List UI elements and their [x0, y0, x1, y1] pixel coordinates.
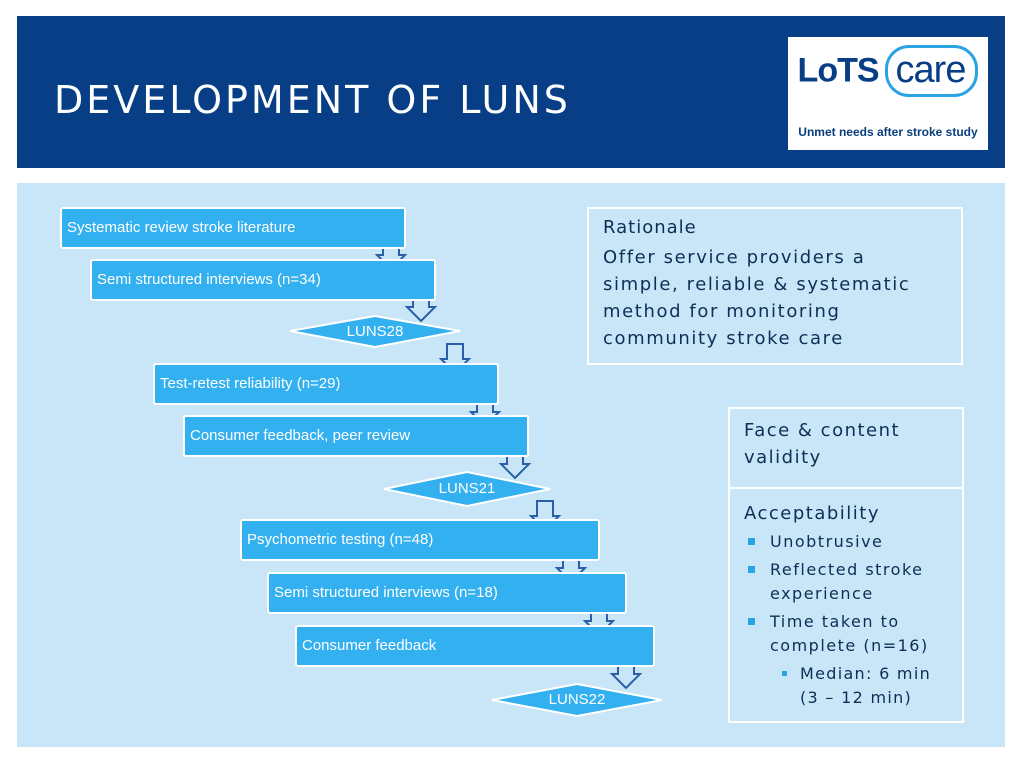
- flow-step-interviews-34: Semi structured interviews (n=34): [90, 259, 436, 301]
- flow-step-interviews-18: Semi structured interviews (n=18): [267, 572, 627, 614]
- bullet-item: Reflected stroke experience: [744, 558, 948, 606]
- milestone-label-1: LUNS28: [346, 323, 404, 340]
- flow-step-psychometric: Psychometric testing (n=48): [240, 519, 600, 561]
- logo-brand-right: care: [884, 45, 979, 97]
- flow-step-test-retest: Test-retest reliability (n=29): [153, 363, 499, 405]
- sub-bullet-item: Median: 6 min (3 – 12 min): [744, 662, 948, 710]
- milestone-diamond-2: [383, 470, 551, 508]
- milestone-diamond-1: [289, 314, 461, 349]
- acceptability-title: Acceptability: [744, 503, 881, 524]
- milestone-label-3: LUNS22: [548, 691, 606, 708]
- acceptability-section: Acceptability Unobtrusive Reflected stro…: [730, 489, 962, 710]
- logo-brand-left: LoTS: [797, 51, 880, 90]
- milestone-label-2: LUNS21: [438, 480, 496, 497]
- rationale-title: Rationale: [603, 217, 697, 238]
- milestone-diamond-3: [491, 682, 663, 718]
- logo-tagline: Unmet needs after stroke study: [798, 125, 978, 139]
- flow-step-consumer-peer: Consumer feedback, peer review: [183, 415, 529, 457]
- flow-step-systematic-review: Systematic review stroke literature: [60, 207, 406, 249]
- bullet-item: Time taken to complete (n=16): [744, 610, 948, 658]
- validity-panel: Face & content validity Acceptability Un…: [728, 407, 964, 723]
- panel-divider: [730, 487, 962, 489]
- rationale-body: Offer service providers a simple, reliab…: [603, 247, 911, 349]
- flow-step-consumer-feedback: Consumer feedback: [295, 625, 655, 667]
- face-content-validity: Face & content validity: [744, 420, 901, 468]
- bullet-item: Unobtrusive: [744, 530, 948, 554]
- rationale-panel: Rationale Offer service providers a simp…: [587, 207, 963, 365]
- page-title: DEVELOPMENT OF LUNS: [54, 78, 571, 122]
